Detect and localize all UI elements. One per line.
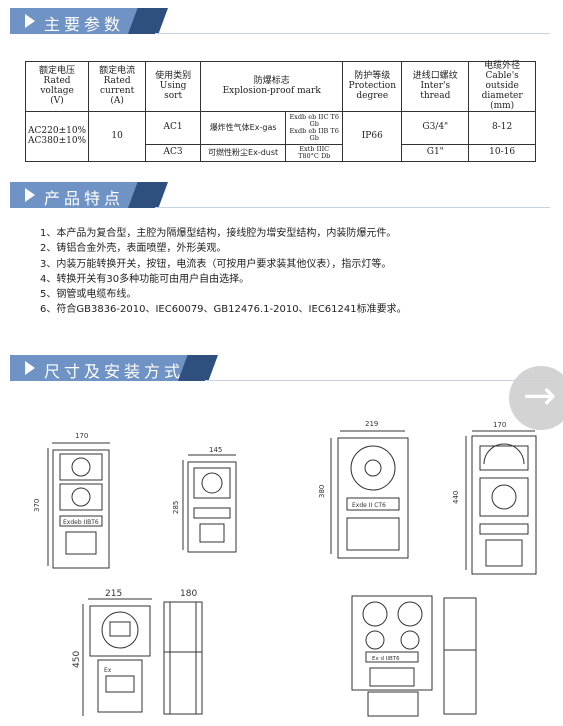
list-item: 6、符合GB3836-2010、IEC60079、GB12476.1-2010、… [40, 304, 407, 316]
dimension-width: 170 [75, 432, 89, 440]
enclosure-drawing-1: Exdeb IIBT6 [47, 442, 110, 569]
cable-cell: 10-16 [468, 144, 536, 162]
nameplate-text: Exde II CT6 [352, 502, 386, 509]
dimension-width: 215 [105, 589, 123, 599]
voltage-cell: AC220±10%AC380±10% [24, 111, 90, 162]
dimension-depth: 180 [180, 589, 198, 599]
feature-list: 1、本产品为复合型，主腔为隔爆型结构，接线腔为增安型结构，内装防爆元件。 2、铸… [40, 226, 407, 318]
section-title: 主要参数 [44, 15, 125, 34]
dimension-width: 145 [209, 446, 223, 454]
list-item: 2、铸铝合金外壳，表面喷塑，外形美观。 [40, 243, 227, 255]
enclosure-drawing-3: Exde II CT6 [330, 430, 409, 559]
list-item: 1、本产品为复合型，主腔为隔爆型结构，接线腔为增安型结构，内装防爆元件。 [40, 228, 397, 239]
arrow-right-icon [25, 14, 35, 28]
thread-cell: G3/4" [401, 111, 470, 146]
list-item: 4、转换开关有30多种功能可由用户自由选择。 [40, 273, 250, 285]
enclosure-drawing-5: Ex [82, 598, 203, 716]
nameplate-text: Ex [104, 667, 112, 674]
section-banner-main-params: 主要参数 [10, 8, 168, 34]
exgas-label: 爆炸性气体Ex-gas [200, 111, 287, 146]
list-item: 5、钢管或电缆布线。 [40, 289, 137, 301]
arrow-right-icon [25, 188, 35, 202]
section-title: 产品特点 [44, 189, 125, 208]
sort-cell: AC3 [145, 144, 202, 162]
section-banner-installation: 尺寸及安装方式 [10, 355, 218, 381]
current-cell: 10 [88, 111, 147, 162]
section-banner-features: 产品特点 [10, 182, 168, 208]
exdust-label: 可燃性粉尘Ex-dust [200, 144, 287, 162]
next-page-button[interactable]: → [509, 366, 563, 430]
sort-cell: AC1 [145, 111, 202, 146]
dimension-height: 440 [452, 490, 460, 504]
section-title: 尺寸及安装方式 [44, 362, 185, 381]
dimension-width: 219 [365, 420, 379, 428]
dimension-height: 285 [172, 500, 180, 514]
arrow-right-icon: → [523, 373, 557, 419]
exdust-marks: Extb IIIC T80°C Db [285, 144, 344, 162]
thread-cell: G1" [401, 144, 470, 162]
dimension-width: 170 [493, 421, 507, 429]
nameplate-text: Exdeb IIBT6 [63, 519, 99, 526]
arrow-right-icon [25, 361, 35, 375]
enclosure-drawing-6: Ex d IIBT6 [351, 595, 477, 717]
enclosure-drawing-4 [465, 430, 537, 575]
nameplate-text: Ex d IIBT6 [372, 656, 400, 662]
list-item: 3、内装万能转换开关，按钮，电流表（可按用户要求装其他仪表），指示灯等。 [40, 258, 392, 270]
cable-cell: 8-12 [468, 111, 536, 146]
enclosure-drawing-2 [182, 454, 237, 553]
protection-cell: IP66 [342, 111, 403, 162]
